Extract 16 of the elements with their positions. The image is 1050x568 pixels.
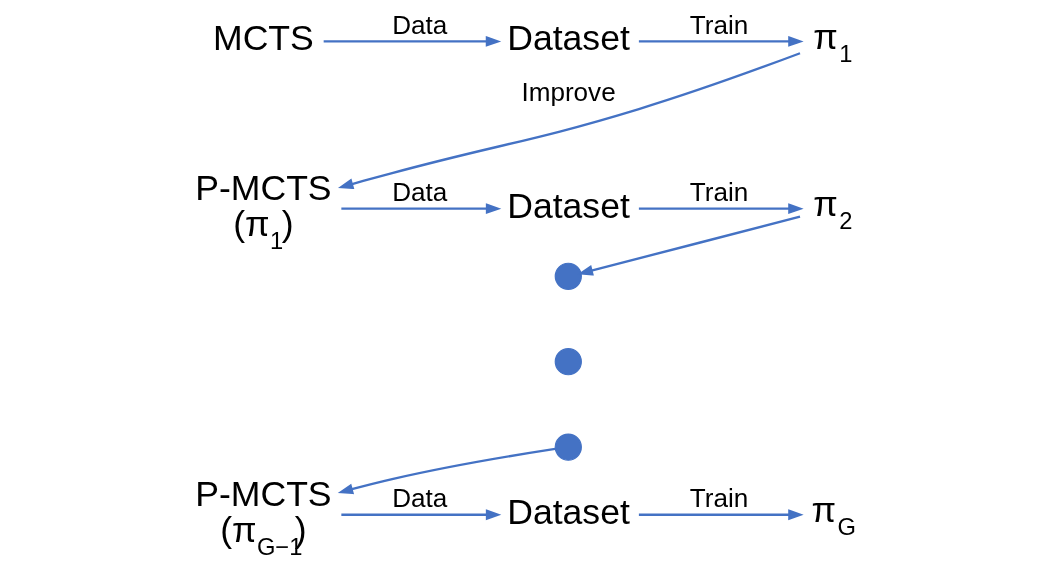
edge-label: Data	[392, 483, 448, 514]
edge-label: Train	[689, 177, 749, 208]
node-text: π$_{1}$	[813, 17, 853, 68]
edge-label: Train	[689, 483, 749, 514]
node-text: MCTS	[213, 18, 314, 59]
node-text: Dataset	[507, 18, 630, 59]
node-text: P-MCTS (π$_{1}$)	[195, 168, 332, 254]
node-text: π$_{2}$	[813, 184, 853, 235]
node-text: P-MCTS (π$_{G−1}$)	[195, 474, 332, 560]
edge-label: Data	[392, 177, 448, 208]
edge-label: Train	[689, 9, 749, 40]
node-text: Dataset	[507, 491, 630, 532]
edge-label: Improve	[521, 77, 616, 108]
edge-label: Data	[392, 9, 448, 40]
node-text: π$_{G}$	[811, 490, 857, 541]
node-text: Dataset	[507, 185, 630, 226]
